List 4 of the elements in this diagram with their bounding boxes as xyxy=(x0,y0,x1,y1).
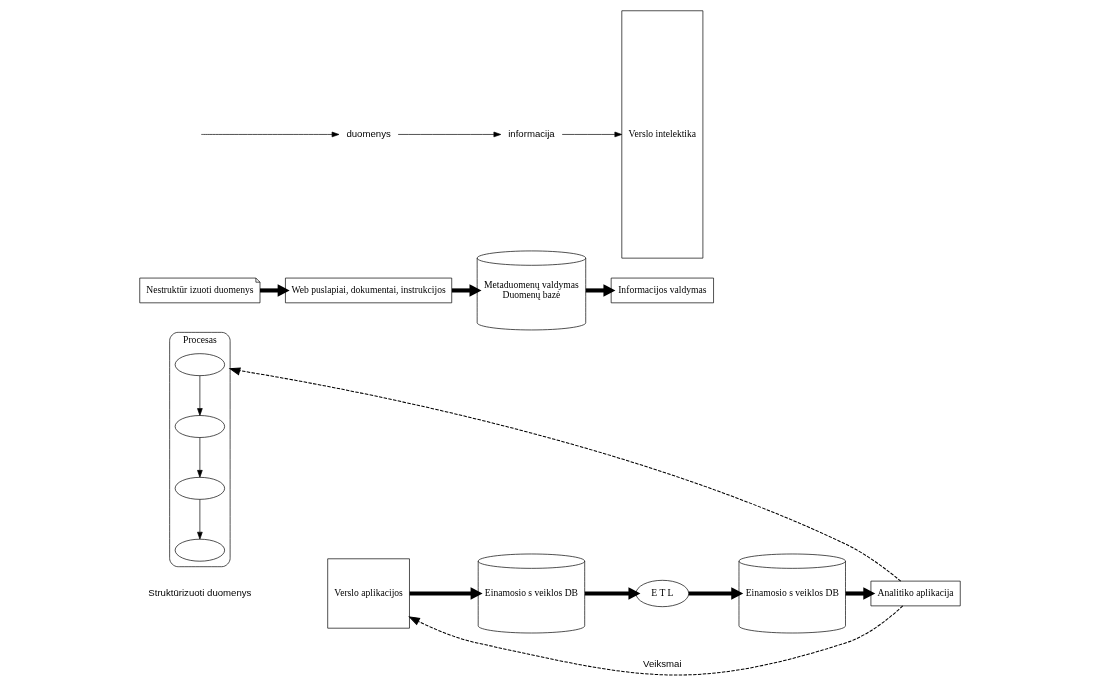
node-text: informacija xyxy=(507,127,555,139)
edge-label: Veiksmai xyxy=(642,658,682,670)
label: Struktūrizuoti duomenys xyxy=(147,587,251,599)
node-text: duomenys xyxy=(345,127,391,139)
